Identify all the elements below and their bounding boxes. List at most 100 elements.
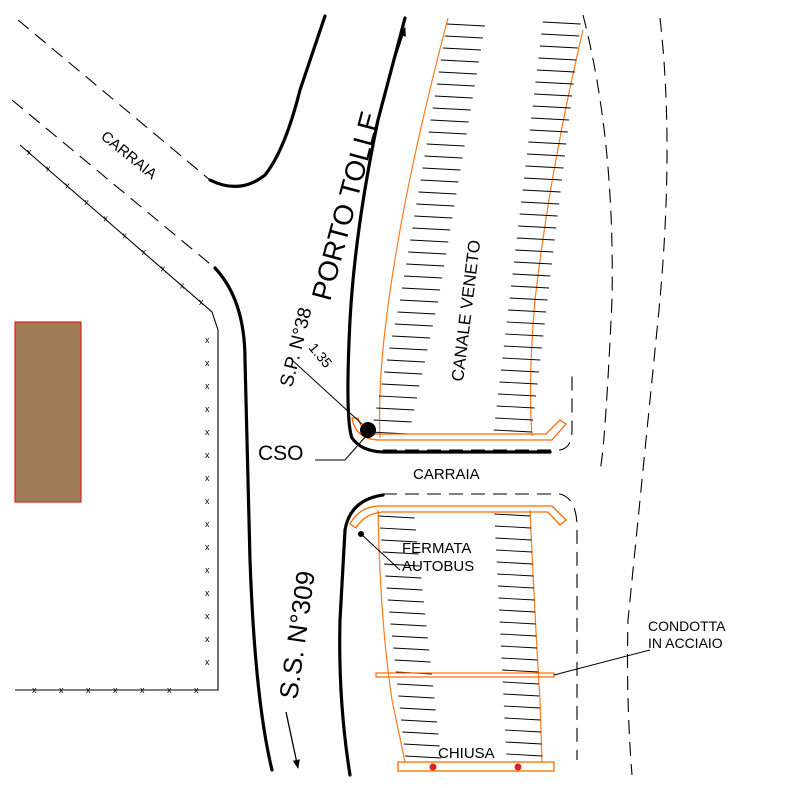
ss309-west-edge	[213, 266, 274, 772]
fence-x-mark: x	[205, 404, 210, 414]
fence-x-mark: x	[46, 164, 51, 174]
hatch-line	[391, 635, 428, 639]
fence-x-mark: x	[205, 450, 210, 460]
hatch-line	[501, 657, 538, 661]
bus-stop-leader	[360, 533, 401, 571]
hatch-line	[426, 143, 465, 147]
hatch-line	[386, 587, 423, 591]
hatch-line	[529, 129, 568, 133]
hatch-line	[382, 551, 419, 555]
culvert-structure-bottom	[349, 505, 567, 529]
hatch-line	[498, 597, 535, 601]
fence-x-mark: x	[180, 280, 185, 290]
hatch-line	[506, 321, 545, 325]
label-carraia-top: CARRAIA	[97, 128, 160, 183]
fence-x-mark: x	[123, 230, 128, 240]
fence-x-mark: x	[167, 685, 172, 695]
hatch-line	[402, 731, 439, 735]
sp38-east-edge	[346, 16, 552, 454]
fence-x-mark: x	[205, 611, 210, 621]
carraia-dashed-edge-upper	[17, 19, 211, 181]
hatch-line	[522, 189, 561, 193]
hatch-line	[410, 239, 449, 243]
hatch-line	[378, 395, 417, 399]
fence-x-mark: x	[205, 565, 210, 575]
hatch-line	[496, 549, 533, 553]
hatch-line	[386, 359, 425, 363]
hatch-line	[432, 107, 471, 111]
canal-hatching-lower	[378, 513, 543, 759]
hatch-line	[500, 369, 539, 373]
canal-bank-west-lower	[377, 509, 406, 763]
hatch-line	[503, 693, 540, 697]
hatch-line	[430, 119, 469, 123]
hatch-line	[389, 611, 426, 615]
cso-leader	[315, 435, 367, 461]
hatch-line	[434, 95, 473, 99]
hatch-line	[539, 45, 578, 49]
fence-x-mark: x	[142, 247, 147, 257]
chiusa-bolt-left-icon	[429, 763, 437, 771]
fence-x-mark: x	[27, 147, 32, 157]
hatch-line	[521, 201, 560, 205]
hatch-line	[503, 345, 542, 349]
hatch-line	[505, 333, 544, 337]
canal-bank-west-upper	[378, 17, 449, 439]
hatch-line	[446, 23, 486, 27]
label-cso: CSO	[258, 442, 304, 465]
hatch-line	[495, 417, 534, 421]
label-ss309: S.S. N°309	[273, 569, 321, 701]
fence-line	[15, 144, 219, 691]
hatch-line	[398, 695, 435, 699]
canal-east-dashed-edge	[582, 14, 613, 471]
hatch-line	[442, 47, 481, 51]
hatch-line	[498, 393, 537, 397]
fence-x-mark: x	[32, 685, 37, 695]
chiusa-bolt-right-icon	[514, 763, 522, 771]
hatch-line	[500, 645, 537, 649]
hatch-line	[523, 177, 563, 181]
hatch-line	[511, 285, 550, 289]
label-dimension: 1.35	[306, 340, 336, 371]
hatch-line	[385, 575, 422, 579]
hatch-line	[503, 705, 540, 709]
hatch-line	[381, 383, 420, 387]
arrow-south-icon	[285, 711, 300, 769]
hatch-line	[526, 153, 565, 157]
label-condotta-line2: IN ACCIAIO	[648, 635, 723, 651]
building-block	[14, 321, 82, 503]
hatch-line	[515, 249, 554, 253]
culvert-structure-top	[351, 417, 567, 441]
hatch-line	[444, 35, 483, 39]
hatch-line	[504, 717, 541, 721]
fence-x-mark: x	[205, 542, 210, 552]
hatch-line	[397, 311, 436, 315]
hatch-line	[376, 407, 415, 411]
hatch-line	[518, 225, 557, 229]
hatch-line	[399, 707, 436, 711]
fence-x-mark: x	[199, 297, 204, 307]
fence-x-mark: x	[205, 496, 210, 506]
hatch-line	[438, 71, 477, 75]
hatch-line	[528, 141, 567, 145]
hatch-line	[497, 573, 534, 577]
canal-bank-east-upper	[529, 29, 584, 437]
cso-point-icon	[360, 422, 376, 438]
label-fermata: FERMATA	[402, 540, 471, 557]
hatch-line	[389, 347, 428, 351]
hatch-line	[420, 179, 459, 183]
hatch-line	[390, 623, 427, 627]
hatch-line	[422, 167, 461, 171]
hatch-line	[400, 299, 439, 303]
hatch-line	[512, 273, 551, 277]
fence-x-mark: x	[205, 335, 210, 345]
hatch-line	[502, 681, 539, 685]
hatch-line	[404, 275, 443, 279]
hatch-line	[403, 743, 440, 747]
hatch-line	[393, 647, 430, 651]
hatch-line	[412, 227, 451, 231]
label-autobus: AUTOBUS	[402, 558, 474, 575]
hatch-line	[505, 741, 542, 745]
label-carraia-mid: CARRAIA	[413, 466, 480, 483]
